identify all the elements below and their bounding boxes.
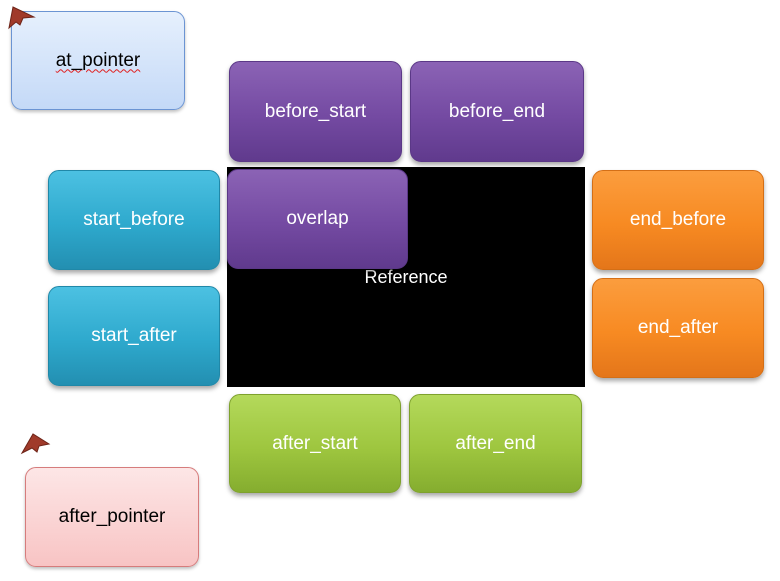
- at-pointer-box: at_pointer: [11, 11, 185, 110]
- start-after-label: start_after: [91, 325, 177, 346]
- before-end-box: before_end: [410, 61, 584, 162]
- overlap-label: overlap: [286, 208, 349, 229]
- end-after-label: end_after: [637, 317, 719, 338]
- start-before-box: start_before: [48, 170, 220, 270]
- start-before-label: start_before: [83, 209, 185, 230]
- before-start-box: before_start: [229, 61, 402, 162]
- after-pointer-label: after_pointer: [58, 506, 166, 527]
- pointer-arrow-icon: [20, 433, 51, 455]
- overlap-box: overlap: [227, 169, 408, 269]
- start-after-box: start_after: [48, 286, 220, 386]
- at-pointer-label: at_pointer: [55, 49, 141, 71]
- before-start-label: before_start: [264, 100, 367, 122]
- pointer-arrow-icon: [8, 6, 36, 30]
- after-end-label: after_end: [455, 432, 536, 454]
- after-start-box: after_start: [229, 394, 401, 493]
- after-end-box: after_end: [409, 394, 582, 493]
- end-before-box: end_before: [592, 170, 764, 270]
- after-start-label: after_start: [272, 432, 358, 454]
- end-before-label: end_before: [629, 209, 727, 230]
- after-pointer-box: after_pointer: [25, 467, 199, 567]
- end-after-box: end_after: [592, 278, 764, 378]
- reference-label: Reference: [364, 267, 448, 287]
- before-end-label: before_end: [448, 100, 546, 122]
